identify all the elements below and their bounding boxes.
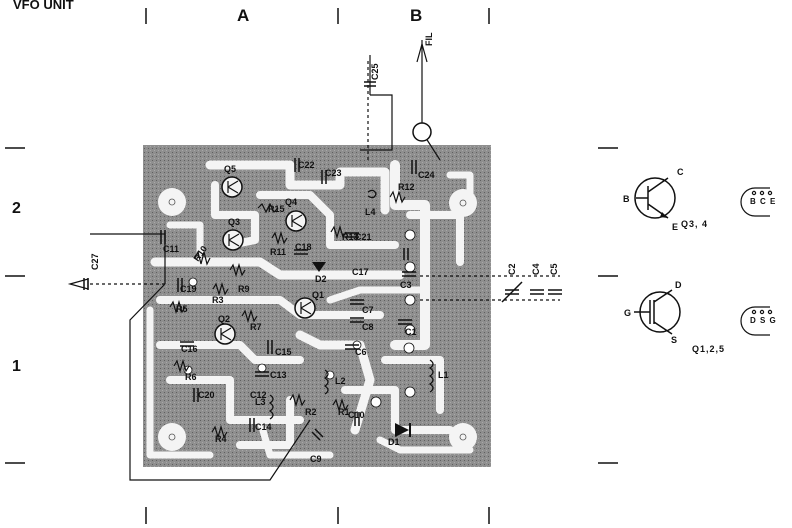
svg-text:Q5: Q5	[224, 164, 236, 174]
board-inductors	[268, 189, 434, 420]
c27-arrow	[67, 278, 89, 290]
board-diodes	[312, 262, 411, 437]
svg-text:R6: R6	[185, 372, 197, 382]
column-label-b: B	[410, 6, 423, 25]
svg-text:C21: C21	[355, 232, 372, 242]
row-label-1: 1	[12, 358, 21, 375]
diagram-title: VFO UNIT	[13, 0, 74, 12]
svg-text:C7: C7	[362, 305, 374, 315]
svg-text:C6: C6	[355, 347, 367, 357]
svg-text:C17: C17	[352, 267, 369, 277]
svg-text:C14: C14	[255, 422, 272, 432]
svg-text:C15: C15	[275, 347, 292, 357]
svg-text:FIL: FIL	[424, 32, 434, 46]
svg-text:L2: L2	[335, 376, 346, 386]
svg-text:C: C	[677, 167, 684, 177]
svg-text:R5: R5	[176, 304, 188, 314]
board-resistors	[169, 189, 406, 440]
svg-text:Q4: Q4	[285, 197, 297, 207]
svg-text:C16: C16	[181, 344, 198, 354]
svg-text:C4: C4	[531, 263, 541, 275]
svg-text:C12: C12	[250, 390, 267, 400]
legend-bipolar-symbol	[634, 177, 676, 219]
grid-frame	[5, 8, 618, 524]
svg-text:R12: R12	[398, 182, 415, 192]
row-label-2: 2	[12, 200, 21, 217]
pcb-board	[143, 145, 491, 467]
svg-text:S: S	[671, 335, 677, 345]
fet-caption: Q1,2,5	[692, 344, 726, 354]
svg-text:R15: R15	[268, 204, 285, 214]
svg-text:C5: C5	[549, 263, 559, 275]
svg-text:C18: C18	[295, 242, 312, 252]
svg-text:C13: C13	[270, 370, 287, 380]
svg-text:C2: C2	[507, 263, 517, 275]
svg-text:C9: C9	[310, 454, 322, 464]
svg-text:C24: C24	[418, 170, 435, 180]
svg-text:R1: R1	[338, 407, 350, 417]
svg-text:R4: R4	[215, 434, 227, 444]
mounting-holes	[158, 188, 477, 451]
bipolar-base-view-pins: B C E	[750, 197, 777, 206]
svg-text:C3: C3	[400, 280, 412, 290]
external-labels: C25 C27 C2 C4 C5 FIL	[90, 32, 559, 275]
external-capacitors	[83, 81, 562, 303]
svg-text:D2: D2	[315, 274, 327, 284]
column-label-a: A	[237, 6, 250, 25]
svg-text:R13: R13	[342, 232, 359, 242]
svg-text:C20: C20	[198, 390, 215, 400]
svg-text:L4: L4	[365, 207, 376, 217]
svg-text:C19: C19	[180, 284, 197, 294]
svg-text:C27: C27	[90, 253, 100, 270]
reference-designators: Q5 Q4 Q3 Q2 Q1 R15 R10 R9 R3 R5 R7 R6 R1…	[163, 160, 449, 464]
svg-text:D1: D1	[388, 437, 400, 447]
fil-arrow	[416, 41, 428, 63]
svg-text:C1: C1	[405, 327, 417, 337]
board-capacitors	[160, 158, 417, 441]
svg-text:C22: C22	[298, 160, 315, 170]
svg-text:B: B	[623, 194, 630, 204]
svg-text:E: E	[672, 222, 678, 232]
svg-text:Q1: Q1	[312, 290, 324, 300]
svg-text:R3: R3	[212, 295, 224, 305]
legend-base-views	[740, 187, 773, 336]
svg-text:D: D	[675, 280, 682, 290]
svg-text:R7: R7	[250, 322, 262, 332]
svg-text:Q2: Q2	[218, 314, 230, 324]
svg-text:C11: C11	[163, 244, 179, 254]
svg-text:R2: R2	[305, 407, 317, 417]
bipolar-caption: Q3, 4	[681, 219, 709, 229]
svg-text:C8: C8	[362, 322, 374, 332]
fet-base-view-pins: D S G	[750, 316, 777, 325]
svg-text:Q3: Q3	[228, 217, 240, 227]
svg-text:R11: R11	[270, 247, 286, 257]
svg-text:L1: L1	[438, 370, 449, 380]
external-wiring	[90, 40, 560, 481]
legend-fet-symbol	[634, 289, 681, 335]
svg-text:C23: C23	[325, 168, 342, 178]
svg-text:C10: C10	[348, 410, 365, 420]
svg-text:C25: C25	[370, 63, 380, 80]
svg-text:G: G	[624, 308, 631, 318]
svg-text:R9: R9	[238, 284, 250, 294]
svg-text:L3: L3	[255, 397, 266, 407]
